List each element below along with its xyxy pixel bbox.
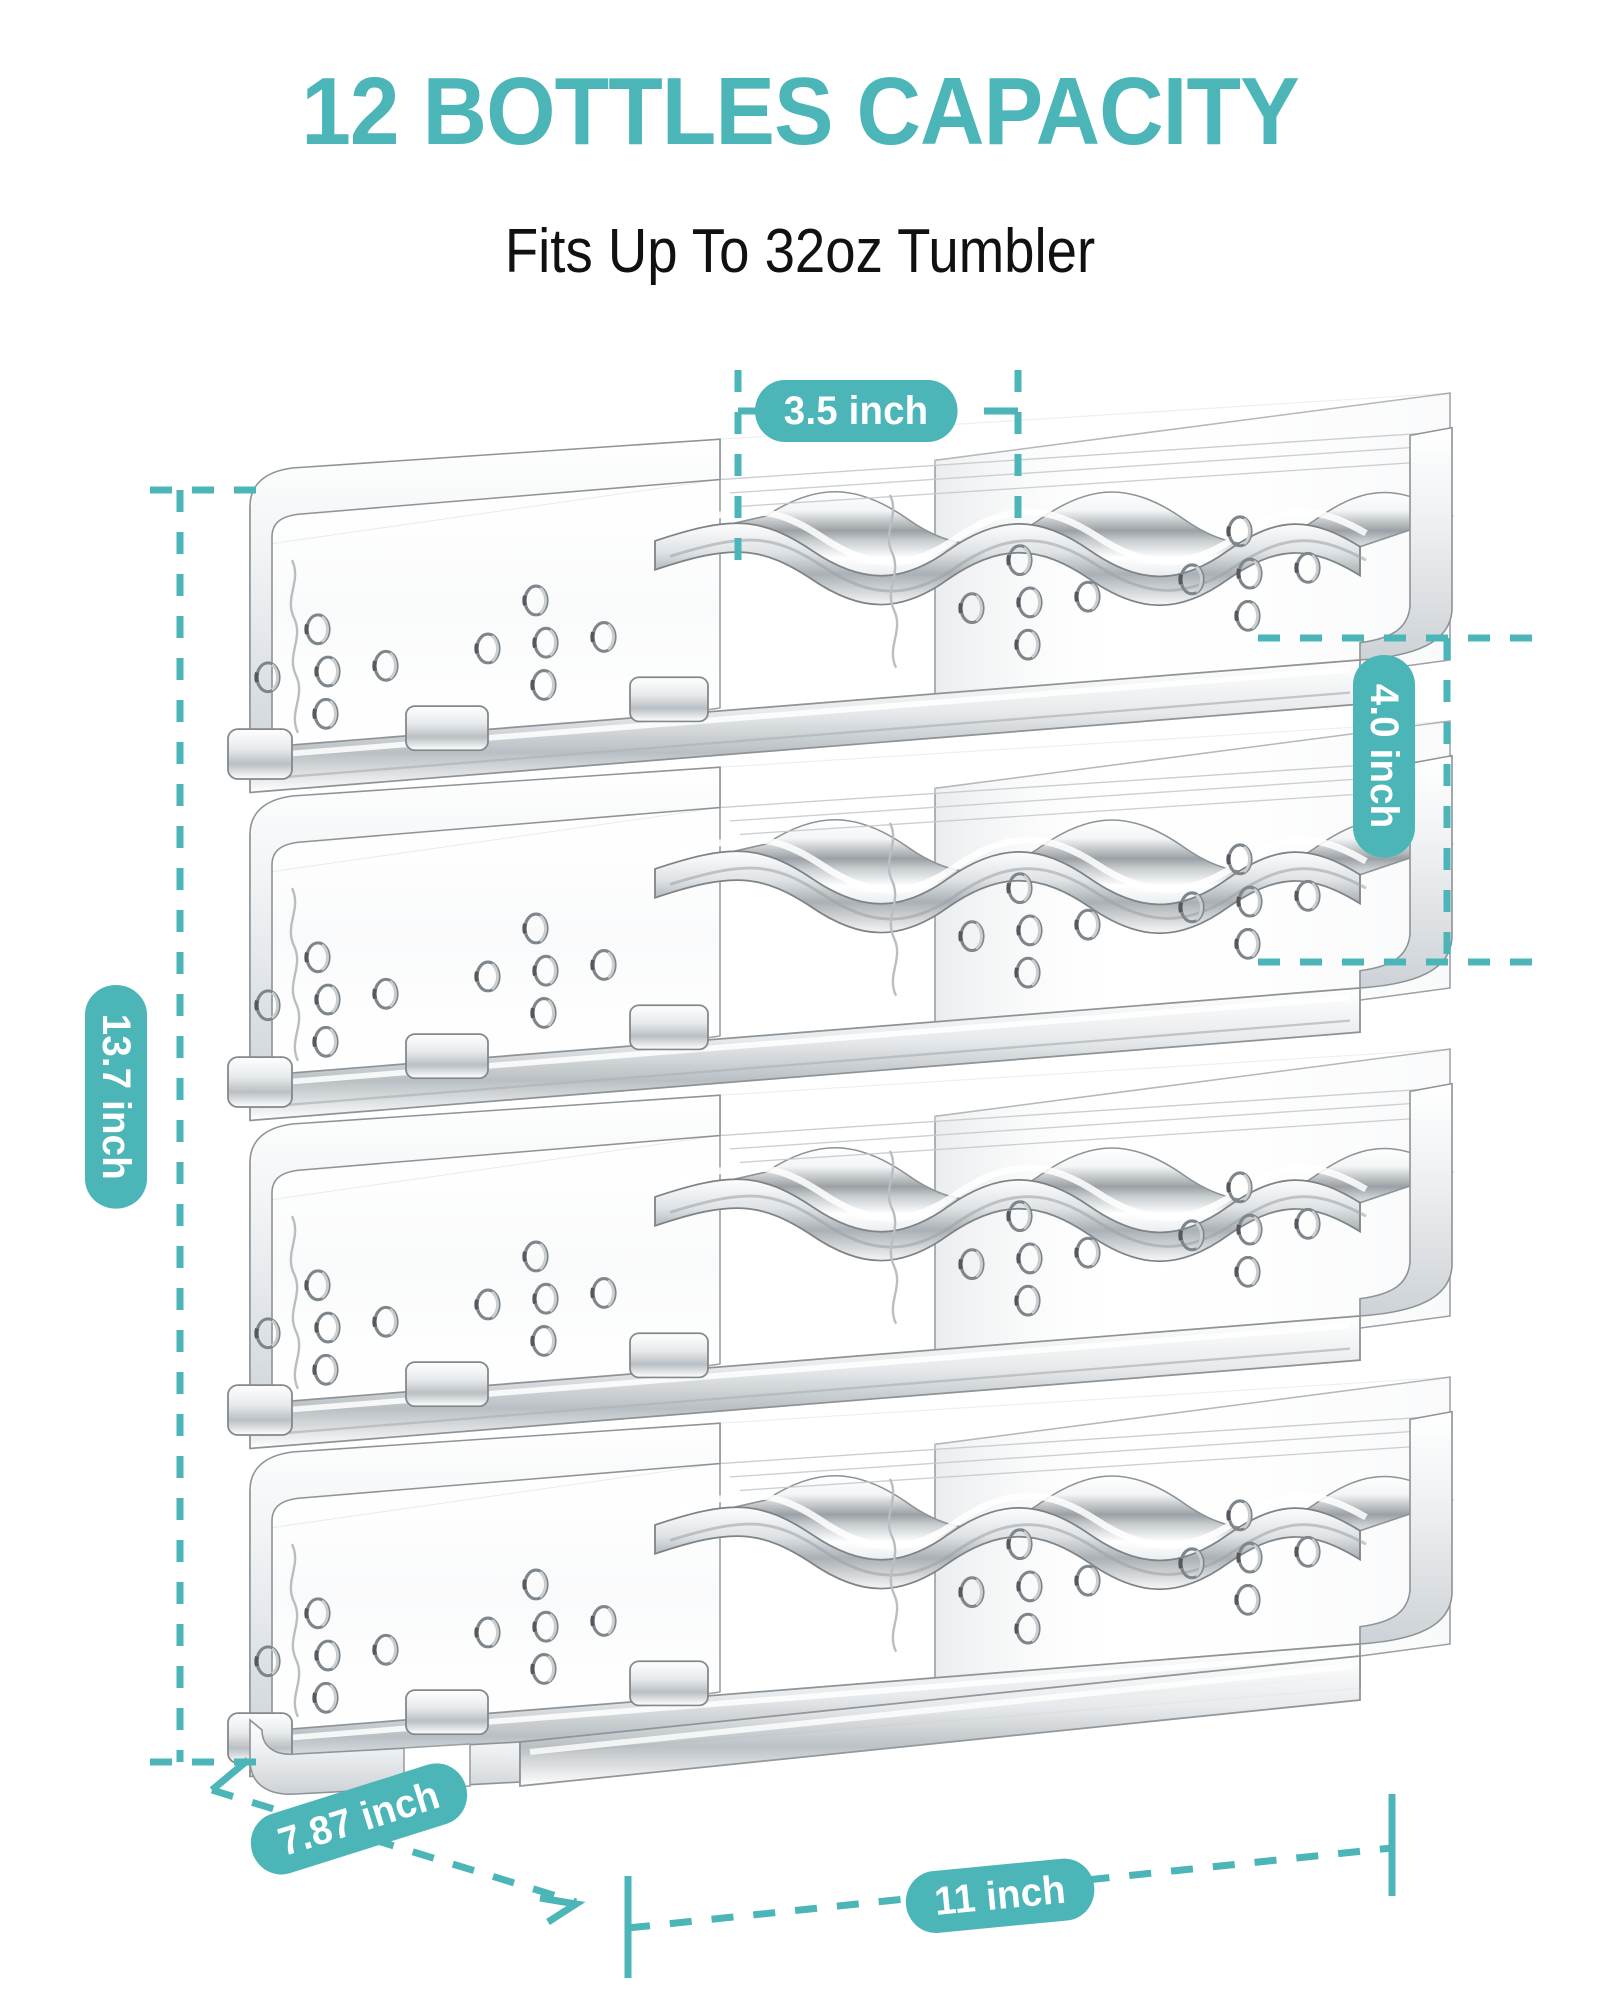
dimension-badge-width-cradle: 3.5 inch xyxy=(755,380,958,442)
dimension-badge-tier-height: 4.0 inch xyxy=(1353,655,1415,858)
page-subtitle: Fits Up To 32oz Tumbler xyxy=(504,217,1096,286)
page-title: 12 BOTTLES CAPACITY xyxy=(301,58,1300,165)
dimension-badge-total-height: 13.7 inch xyxy=(85,985,147,1209)
